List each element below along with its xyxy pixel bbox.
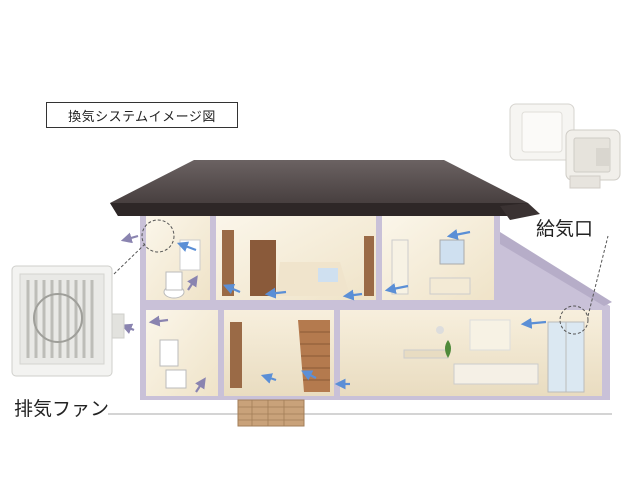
- upper-floor: [146, 216, 494, 300]
- exhaust-arrow-icon: [120, 232, 206, 393]
- supply-callout-circle: [559, 305, 589, 335]
- roof: [110, 160, 540, 220]
- supply-vent-icon: [509, 103, 621, 189]
- airflow-arrow-icon: [176, 229, 547, 390]
- exhaust-fan-icon: [11, 265, 125, 377]
- diagram-title: 換気システムイメージ図: [46, 102, 238, 128]
- exhaust-fan-label: 排気ファン: [14, 398, 110, 420]
- supply-vent-label: 給気口: [536, 218, 594, 240]
- sofa: [453, 363, 539, 385]
- plant: [445, 340, 451, 358]
- entrance-step: [237, 399, 305, 427]
- door: [250, 240, 276, 296]
- exhaust-callout-circle: [141, 219, 175, 253]
